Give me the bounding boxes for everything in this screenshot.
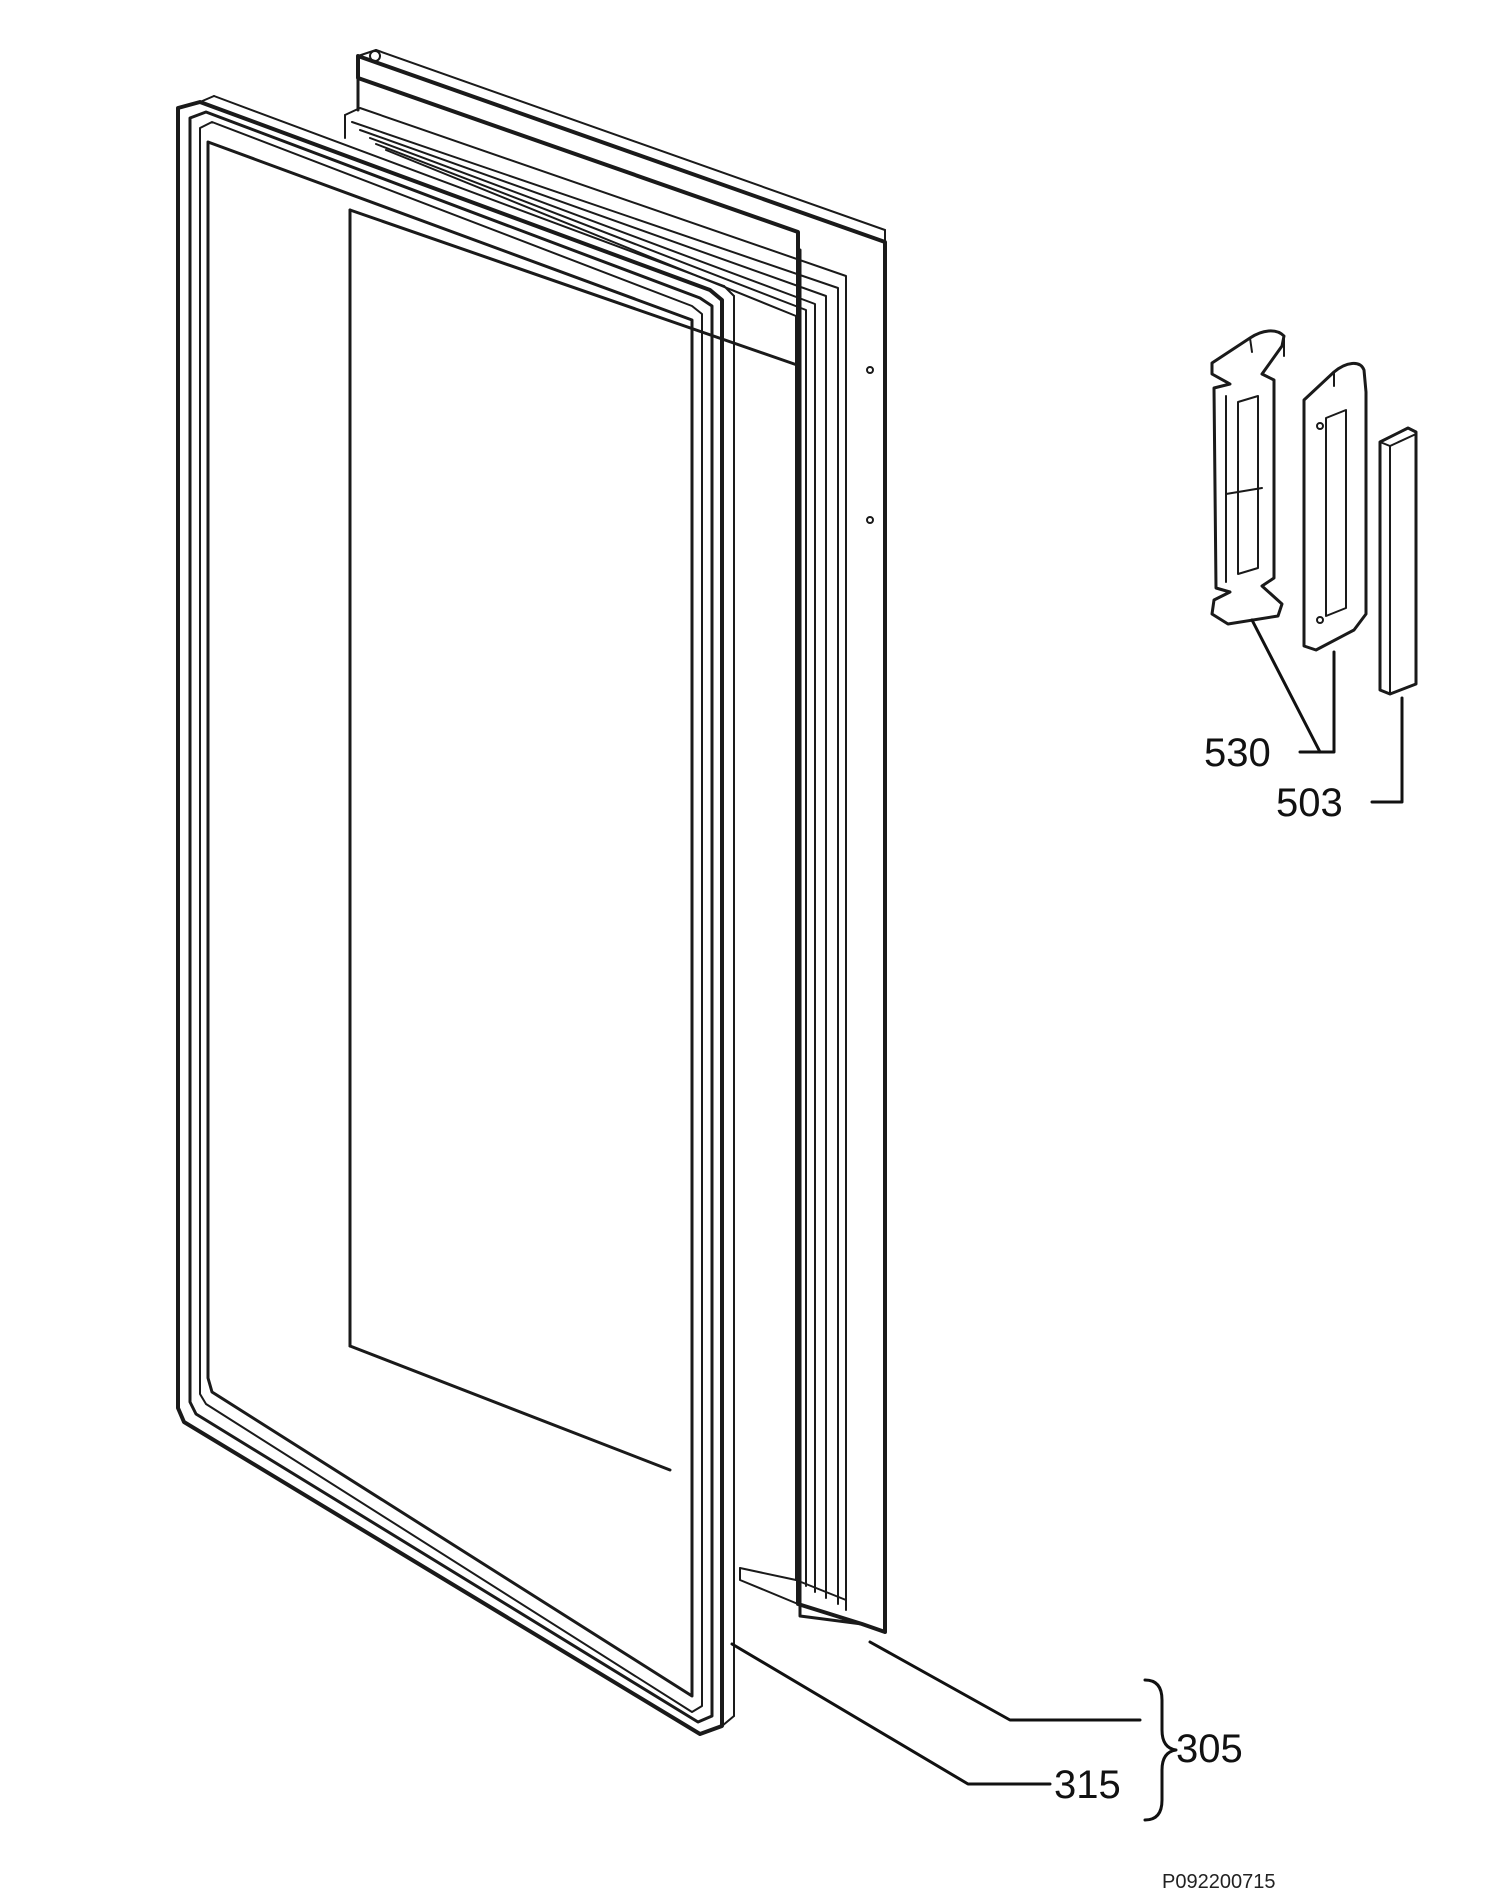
leader-305-door xyxy=(868,1640,1142,1722)
leader-lines xyxy=(730,618,1404,1822)
document-code: P092200715 xyxy=(1162,1871,1275,1893)
handle-insert-strip xyxy=(1378,426,1418,696)
callout-503: 503 xyxy=(1276,781,1343,825)
door-gasket xyxy=(176,95,735,1736)
handle-cover-part xyxy=(1210,329,1286,626)
leader-315-gasket xyxy=(730,1642,1052,1786)
callout-530: 530 xyxy=(1204,731,1271,775)
door-panel xyxy=(344,49,887,1634)
callout-315: 315 xyxy=(1054,1763,1121,1807)
leader-530-bracket xyxy=(1250,618,1322,754)
brace-305-315 xyxy=(1143,1678,1178,1822)
leader-530-grip xyxy=(1298,650,1336,754)
callout-305: 305 xyxy=(1176,1727,1243,1771)
leader-503 xyxy=(1370,696,1404,804)
handle-grip-part xyxy=(1302,362,1368,652)
